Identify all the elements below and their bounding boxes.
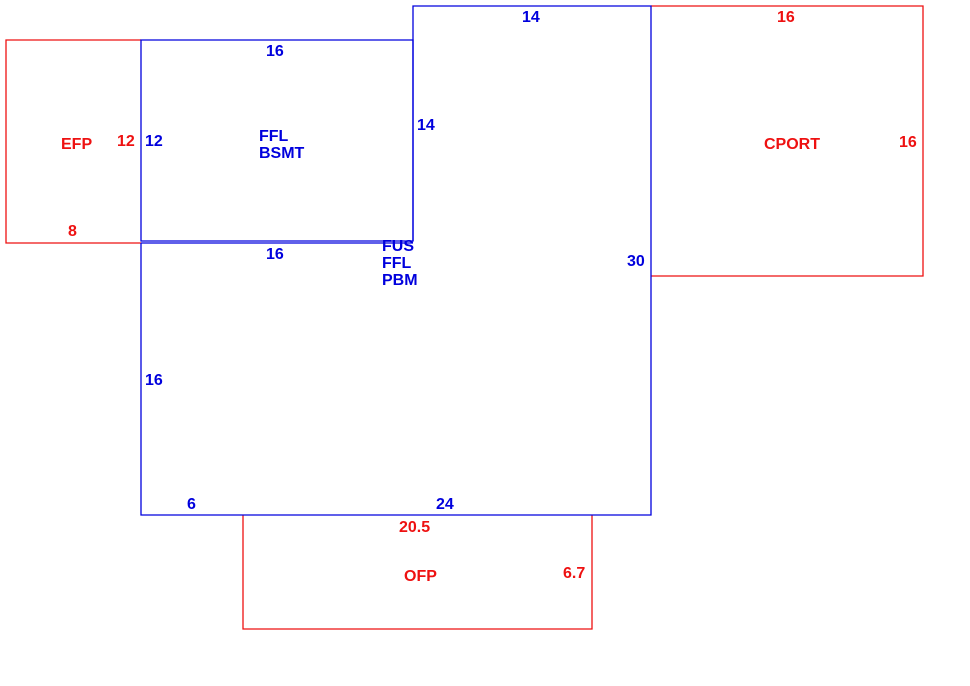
- efp-outline: [5, 39, 141, 244]
- basement-dim-bottom: 16: [266, 246, 284, 263]
- cport-area: CPORT 16 16: [651, 5, 924, 277]
- efp-area: EFP 12 8: [5, 39, 141, 244]
- basement-label-1: FFL: [259, 128, 289, 145]
- main-label-2: FFL: [382, 255, 412, 272]
- basement-dim-left: 12: [145, 133, 163, 150]
- main-area: FUS FFL PBM 14 30 24 6 16: [140, 5, 652, 516]
- main-dim-bottom: 24: [436, 496, 454, 513]
- efp-dim-right: 12: [117, 133, 135, 150]
- basement-dim-right: 14: [417, 117, 435, 134]
- main-dim-top: 14: [522, 9, 540, 26]
- main-dim-left: 16: [145, 372, 163, 389]
- cport-label: CPORT: [764, 136, 820, 153]
- main-label-3: PBM: [382, 272, 418, 289]
- main-dim-bottom-left: 6: [187, 496, 196, 513]
- cport-dim-right: 16: [899, 134, 917, 151]
- cport-outline: [651, 5, 924, 277]
- cport-dim-top: 16: [777, 9, 795, 26]
- ofp-area: OFP 20.5 6.7: [242, 515, 593, 630]
- basement-area: FFL BSMT 16 12 14 16: [140, 39, 435, 263]
- efp-dim-bottom: 8: [68, 223, 77, 240]
- ofp-dim-right: 6.7: [563, 565, 585, 582]
- basement-dim-top: 16: [266, 43, 284, 60]
- efp-label: EFP: [61, 136, 92, 153]
- ofp-dim-top: 20.5: [399, 519, 430, 536]
- main-dim-right: 30: [627, 253, 645, 270]
- main-label-1: FUS: [382, 238, 414, 255]
- ofp-label: OFP: [404, 568, 437, 585]
- ofp-outline: [242, 515, 593, 630]
- basement-label-2: BSMT: [259, 145, 305, 162]
- main-outline: [140, 5, 652, 516]
